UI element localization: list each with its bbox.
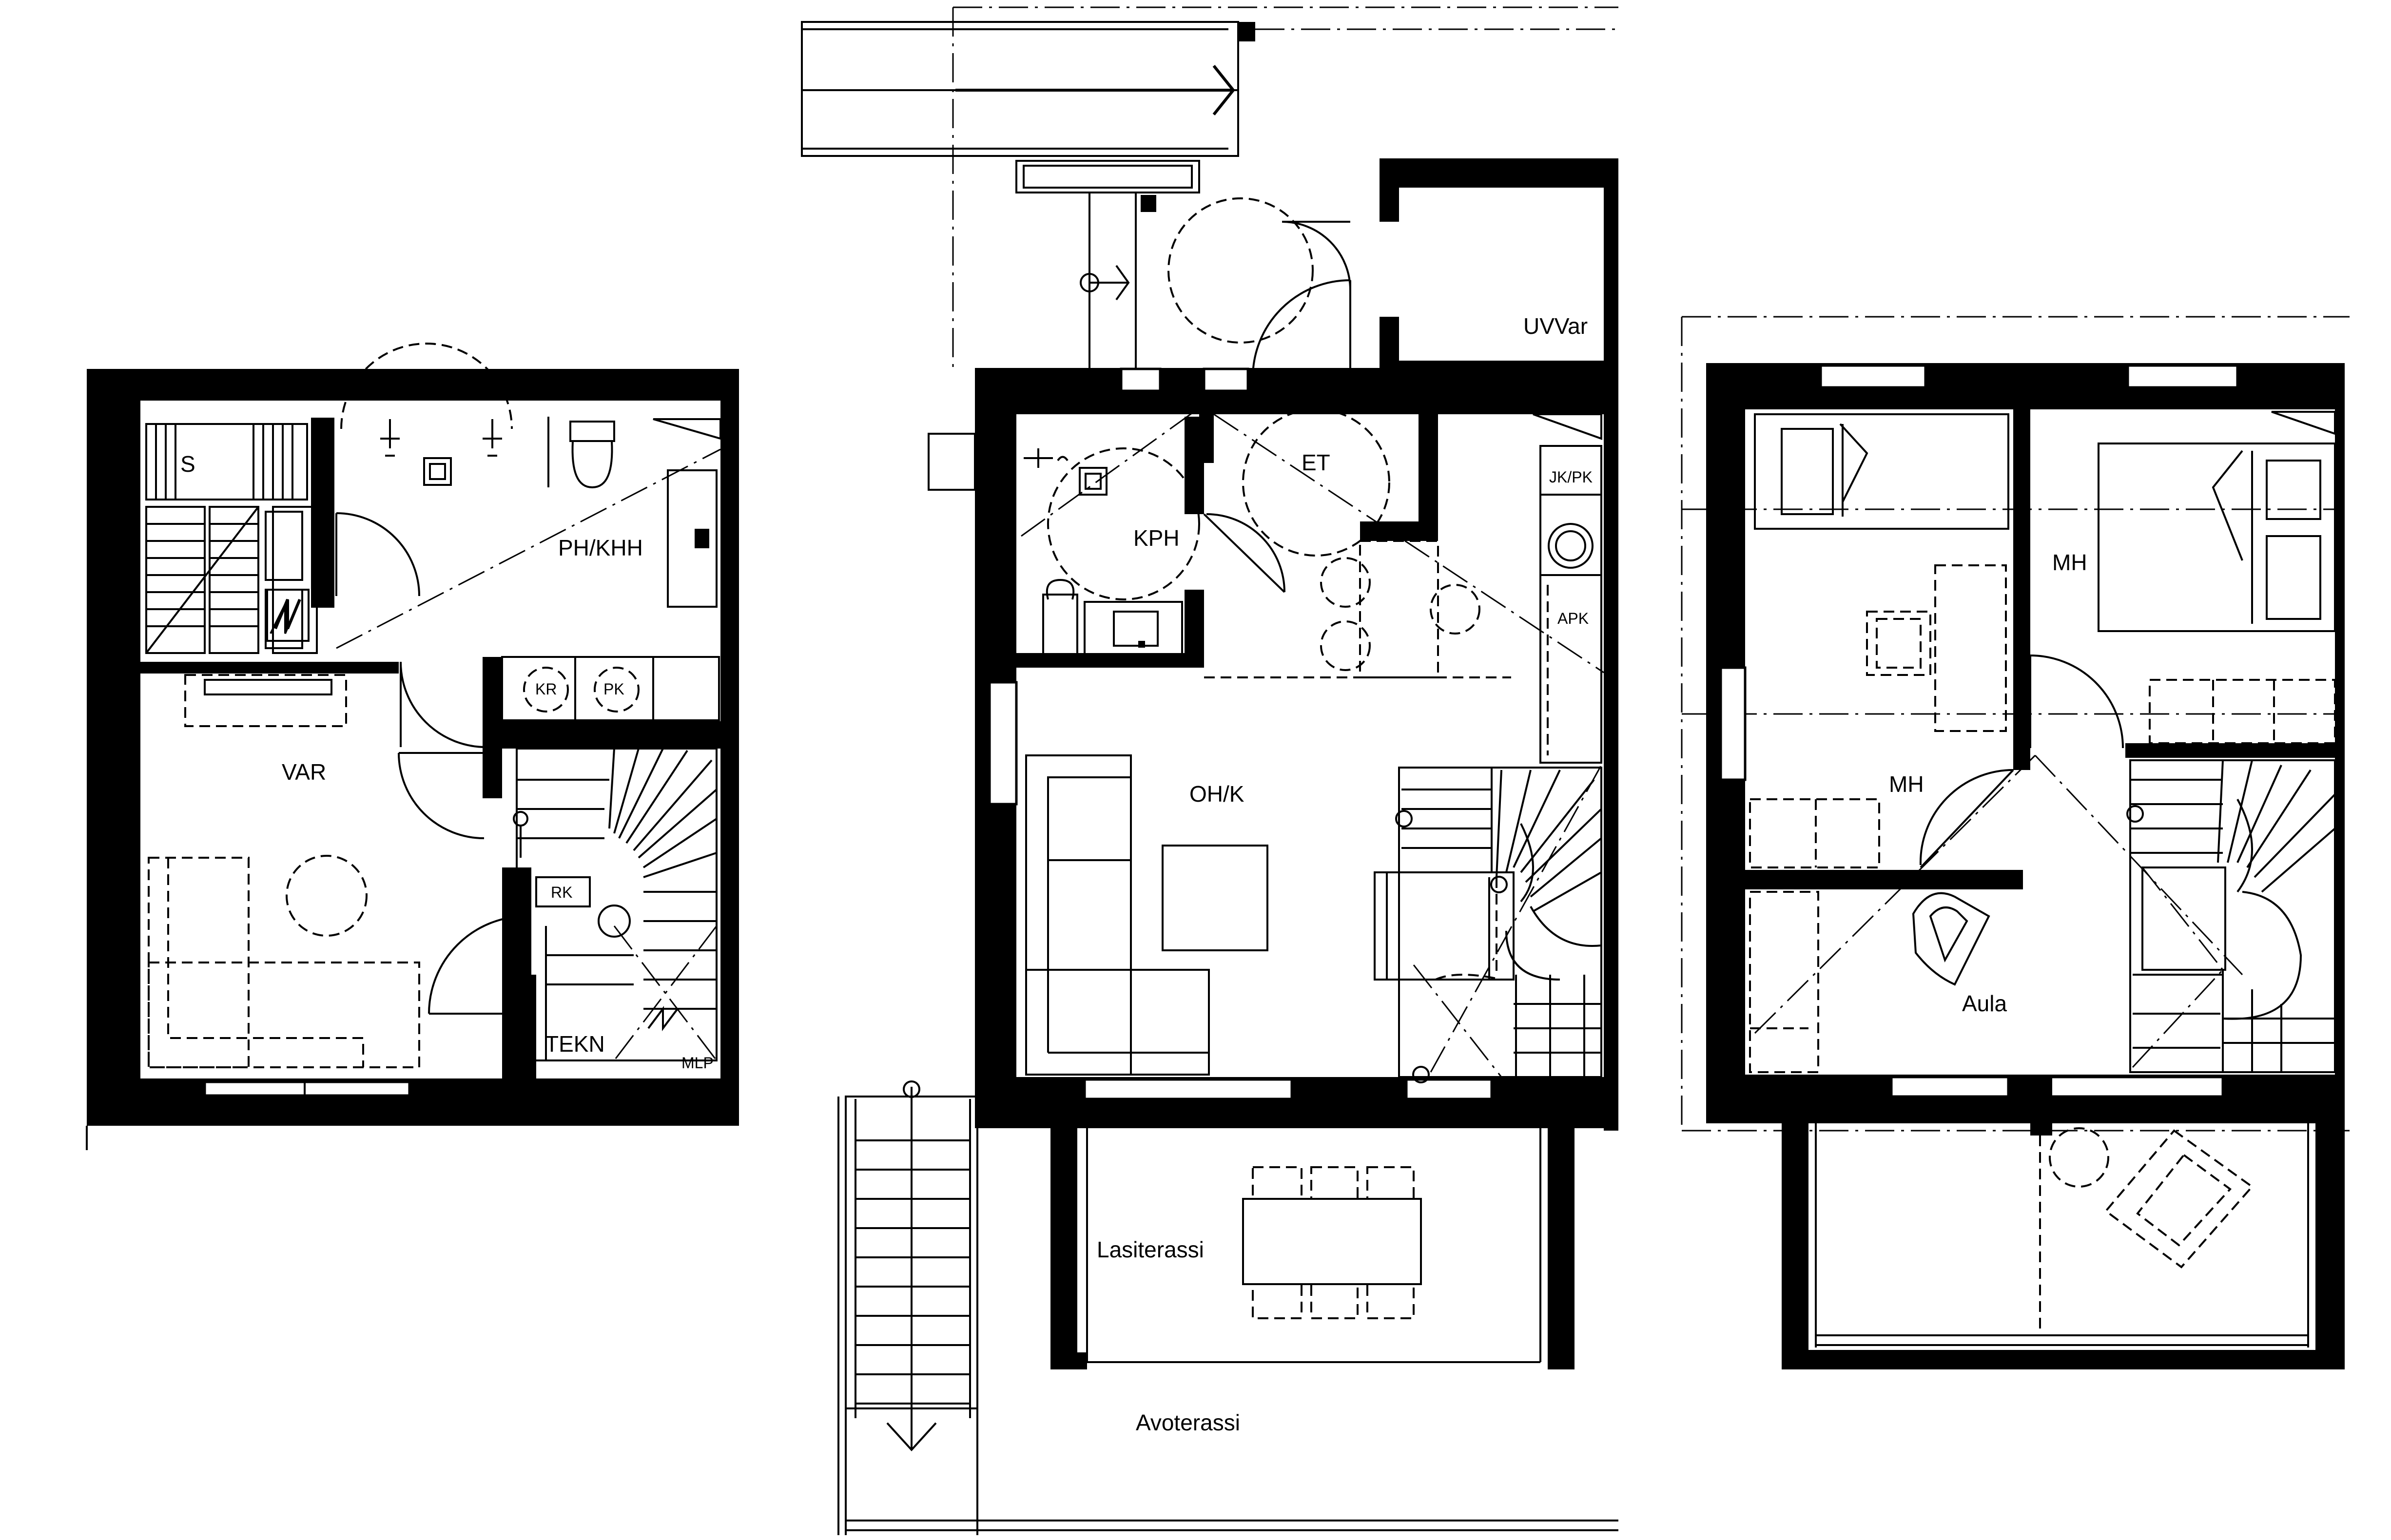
room-label-mh-1: MH	[1889, 771, 1924, 797]
ground-outer-wall	[975, 368, 1618, 414]
balcony-lounge-chair	[2104, 1129, 2254, 1269]
dining-set	[1242, 1166, 1422, 1319]
room-label-oh-k: OH/K	[1189, 781, 1244, 807]
basement-outer-wall	[87, 369, 739, 401]
var-shelf	[184, 674, 347, 727]
room-label-mh-2: MH	[2052, 550, 2087, 575]
room-label-et: ET	[1302, 450, 1330, 475]
upper-staircase	[2126, 759, 2336, 1073]
basement-staircase: RK	[513, 748, 718, 1061]
bathroom-fixtures	[335, 343, 721, 649]
upper-floor: MH MH Aula	[1681, 316, 2350, 1369]
room-label-kr: KR	[535, 680, 557, 698]
room-label-tekn: TEKN	[545, 1031, 605, 1057]
north-arrow-icon	[266, 589, 310, 642]
heat-pump-unit	[272, 506, 318, 654]
room-label-ph-khh: PH/KHH	[558, 535, 643, 560]
room-label-kph: KPH	[1133, 525, 1180, 551]
sauna-benches	[145, 423, 308, 654]
room-label-avoterassi: Avoterassi	[1136, 1410, 1240, 1435]
room-label-apk: APK	[1557, 610, 1589, 627]
basement-window	[203, 1080, 411, 1097]
room-label-mlp: MLP	[681, 1054, 714, 1072]
room-label-aula: Aula	[1962, 991, 2007, 1016]
living-room-sofa	[1025, 754, 1210, 1076]
bedroom-1-furniture	[1749, 413, 2009, 1073]
basement-floor: S PH/KHH VAR	[86, 343, 739, 1150]
upper-outer-wall	[1706, 363, 2345, 409]
outdoor-staircase	[855, 1080, 971, 1451]
room-label-uvvar: UVVar	[1523, 313, 1588, 339]
bedroom-2-furniture	[2098, 411, 2336, 744]
coffee-table	[1162, 845, 1268, 951]
room-label-pk: PK	[603, 680, 624, 698]
var-round-table	[286, 855, 368, 937]
carport-roof	[801, 21, 1239, 157]
door-swing	[400, 661, 486, 748]
balcony-round-table	[2049, 1127, 2109, 1188]
room-label-lasiterassi: Lasiterassi	[1097, 1237, 1204, 1262]
ground-staircase	[1374, 765, 1602, 1083]
stair-direction-arrow-icon	[886, 1422, 937, 1451]
room-label-s: S	[180, 451, 195, 477]
room-label-jk-pk: JK/PK	[1549, 468, 1593, 486]
room-label-var: VAR	[282, 759, 326, 785]
room-label-rk: RK	[551, 884, 572, 901]
ground-floor: UVVar	[801, 6, 1618, 1535]
